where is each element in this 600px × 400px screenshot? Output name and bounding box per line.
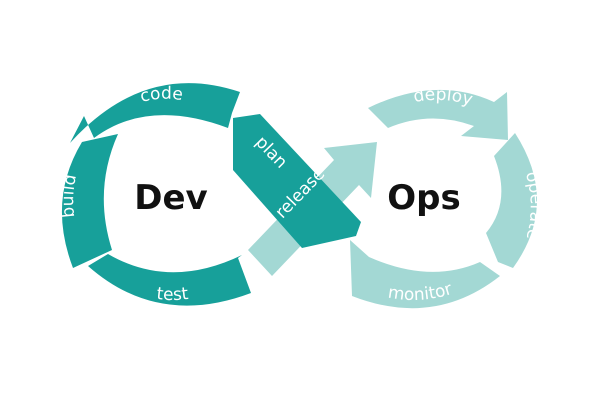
build-segment — [61, 134, 118, 268]
monitor-segment — [350, 240, 500, 309]
stage-label-build: build — [58, 173, 81, 219]
stage-label-test: test — [156, 284, 190, 305]
ops-label: Ops — [387, 178, 460, 218]
deploy-segment — [368, 89, 508, 140]
test-segment — [88, 254, 251, 306]
operate-segment — [486, 133, 538, 268]
plan-segment — [233, 114, 361, 248]
stage-label-code: code — [138, 84, 184, 107]
code-segment — [70, 83, 240, 143]
dev-label: Dev — [134, 178, 207, 218]
